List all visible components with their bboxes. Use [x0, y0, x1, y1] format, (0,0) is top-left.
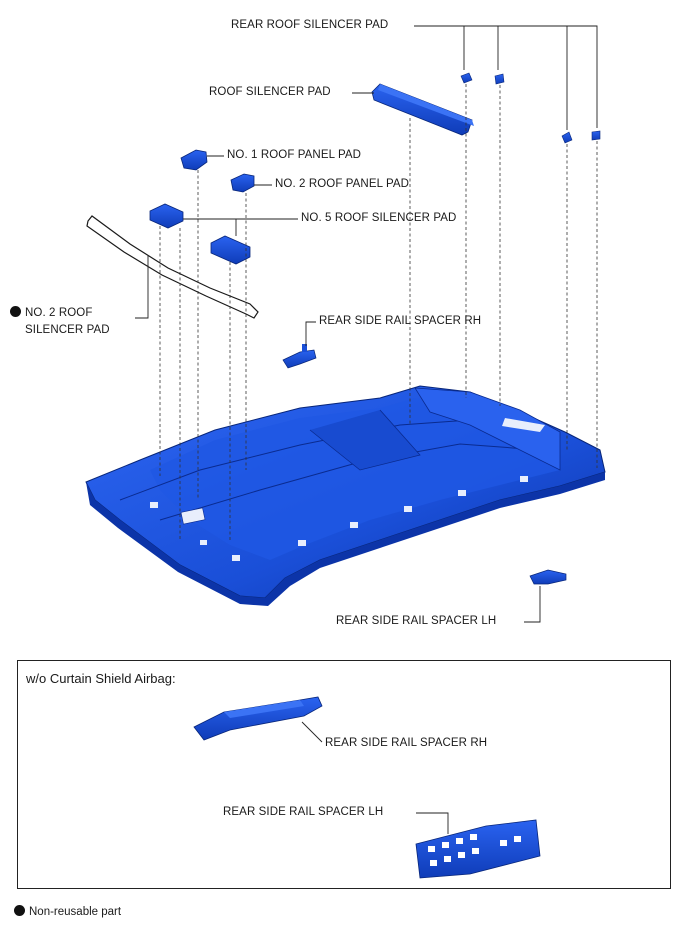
- legend-non-reusable: Non-reusable part: [14, 905, 121, 918]
- inset-rear-side-rail-spacer-lh-part: [415, 812, 541, 879]
- no5-roof-silencer-pad-part: [149, 203, 251, 265]
- label-rear-side-rail-spacer-lh: REAR SIDE RAIL SPACER LH: [336, 615, 497, 627]
- no2-roof-silencer-pad-part: [86, 215, 259, 319]
- label-no2-roof-silencer-pad-line1: NO. 2 ROOF: [25, 307, 93, 319]
- label-no5-roof-silencer-pad: NO. 5 ROOF SILENCER PAD: [301, 212, 457, 224]
- inset-rear-side-rail-spacer-rh-part: [193, 696, 323, 743]
- leader-lines: [135, 25, 598, 623]
- no1-roof-panel-pad-part: [180, 149, 208, 171]
- dashed-lines: [159, 84, 598, 540]
- label-no2-roof-panel-pad: NO. 2 ROOF PANEL PAD: [275, 178, 410, 190]
- label-roof-silencer-pad: ROOF SILENCER PAD: [209, 86, 331, 98]
- roof-headliner: [85, 385, 606, 606]
- no2-roof-panel-pad-part: [230, 173, 255, 193]
- inset-label-rear-side-rail-spacer-rh: REAR SIDE RAIL SPACER RH: [325, 737, 488, 749]
- roof-silencer-pad-part: [371, 83, 474, 136]
- label-no2-roof-silencer-pad-line2: SILENCER PAD: [25, 324, 110, 336]
- inset-label-rear-side-rail-spacer-lh: REAR SIDE RAIL SPACER LH: [223, 806, 384, 818]
- rear-side-rail-spacer-rh-part: [282, 344, 317, 369]
- legend-text: Non-reusable part: [29, 906, 122, 918]
- rear-roof-silencer-pad-part: [460, 72, 601, 144]
- inset-title: w/o Curtain Shield Airbag:: [26, 671, 176, 686]
- inset-box: w/o Curtain Shield Airbag:: [17, 660, 671, 889]
- label-rear-roof-silencer-pad: REAR ROOF SILENCER PAD: [231, 19, 389, 31]
- label-no2-roof-silencer-pad: NO. 2 ROOF: [10, 306, 92, 319]
- rear-side-rail-spacer-lh-part: [529, 569, 567, 585]
- label-rear-side-rail-spacer-rh: REAR SIDE RAIL SPACER RH: [319, 315, 482, 327]
- non-reusable-bullet-icon: [10, 306, 21, 317]
- legend-bullet-icon: [14, 905, 25, 916]
- label-no1-roof-panel-pad: NO. 1 ROOF PANEL PAD: [227, 149, 362, 161]
